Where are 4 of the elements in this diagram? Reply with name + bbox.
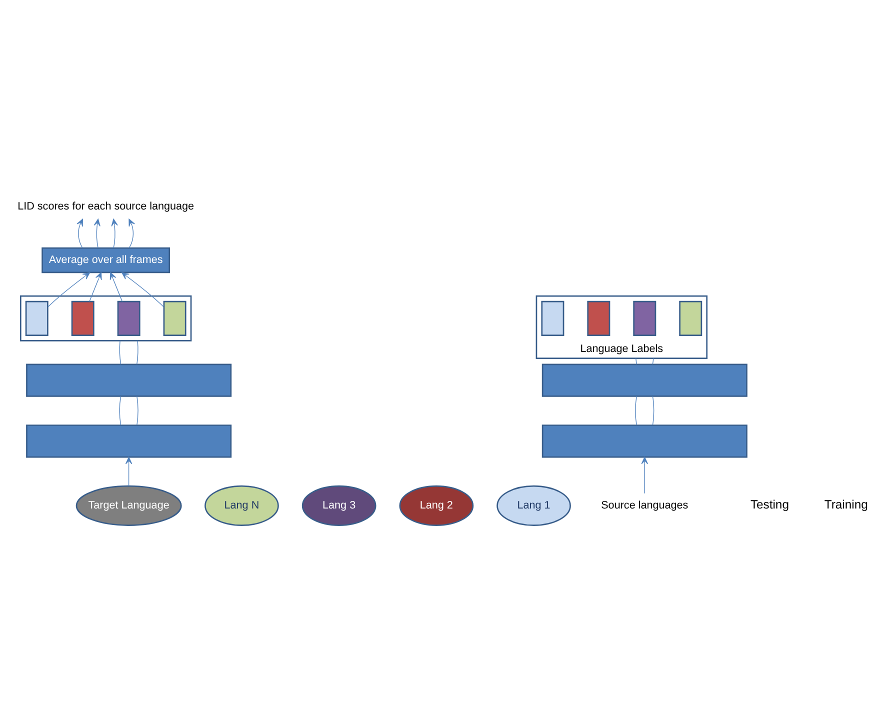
node-text: Source languages xyxy=(601,498,688,511)
label: Training xyxy=(824,497,868,512)
node-text: LID scores for each source language xyxy=(18,200,194,212)
label: Testing xyxy=(750,497,789,512)
